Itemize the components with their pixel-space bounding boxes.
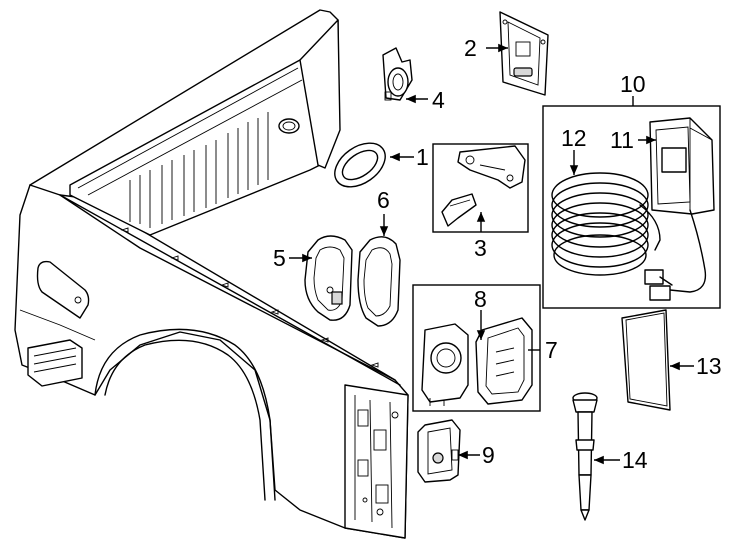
- callout-3: 3: [474, 235, 487, 261]
- part-9-cover: [417, 419, 461, 483]
- callout-7: 7: [545, 337, 558, 363]
- callout-2: 2: [464, 35, 477, 61]
- callout-6: 6: [377, 187, 390, 213]
- callout-1: 1: [416, 144, 429, 170]
- part-11-inverter-module: [649, 117, 715, 293]
- part-8-bezel: [475, 317, 533, 405]
- part-2-bracket-plate: [499, 11, 549, 96]
- leader-lines: [289, 43, 694, 465]
- callout-12: 12: [561, 125, 587, 151]
- part-7-port-housing: [421, 323, 469, 406]
- callout-13: 13: [696, 353, 722, 379]
- callout-11: 11: [610, 127, 634, 153]
- part-1-oval-grommet: [334, 142, 386, 188]
- callout-4: 4: [432, 87, 445, 113]
- callout-14: 14: [622, 447, 648, 473]
- callout-labels: 1 2 3 4 5 6 7 8 9 10 11 12 13 14: [273, 35, 722, 473]
- part-4-mounting-bracket: [382, 47, 413, 101]
- part-10-box: [542, 105, 721, 309]
- callout-10: 10: [620, 71, 646, 97]
- part-14-ground-stake: [572, 392, 598, 521]
- callout-8: 8: [474, 286, 487, 312]
- truck-bed-illustration: [14, 9, 409, 539]
- callout-5: 5: [273, 245, 286, 271]
- part-12-coiled-cable: [551, 172, 673, 301]
- part-7-box: [412, 284, 541, 412]
- part-13-panel: [621, 309, 671, 411]
- part-6-seal: [357, 236, 401, 327]
- callout-9: 9: [482, 442, 495, 468]
- part-3-latch-and-key: [441, 145, 526, 227]
- part-5-gasket: [304, 235, 353, 321]
